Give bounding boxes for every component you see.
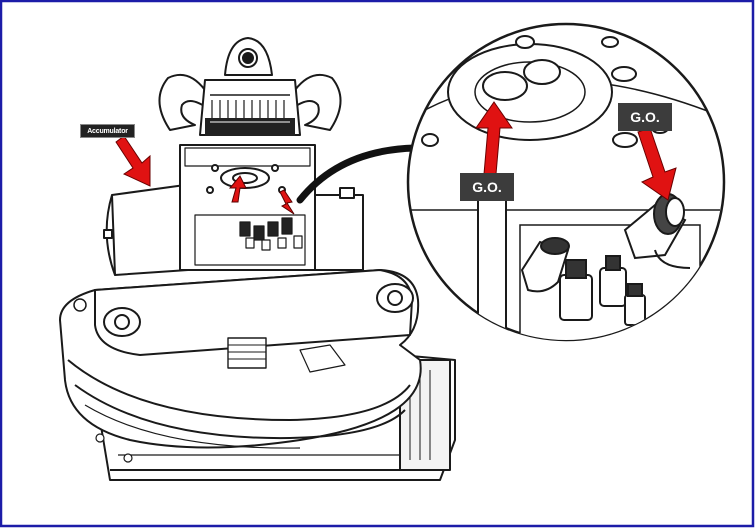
detail-leader-line (296, 144, 419, 204)
go-right-arrow (637, 127, 677, 201)
accumulator-label: Accumulator (80, 124, 135, 138)
detail-arrows (475, 101, 677, 201)
go-label-right: G.O. (618, 103, 672, 131)
go-left-arrow (475, 101, 513, 175)
rotator-drawing (59, 37, 456, 481)
main-arrows (228, 175, 295, 215)
accumulator-arrow (115, 135, 151, 187)
go-label-left: G.O. (460, 173, 514, 201)
